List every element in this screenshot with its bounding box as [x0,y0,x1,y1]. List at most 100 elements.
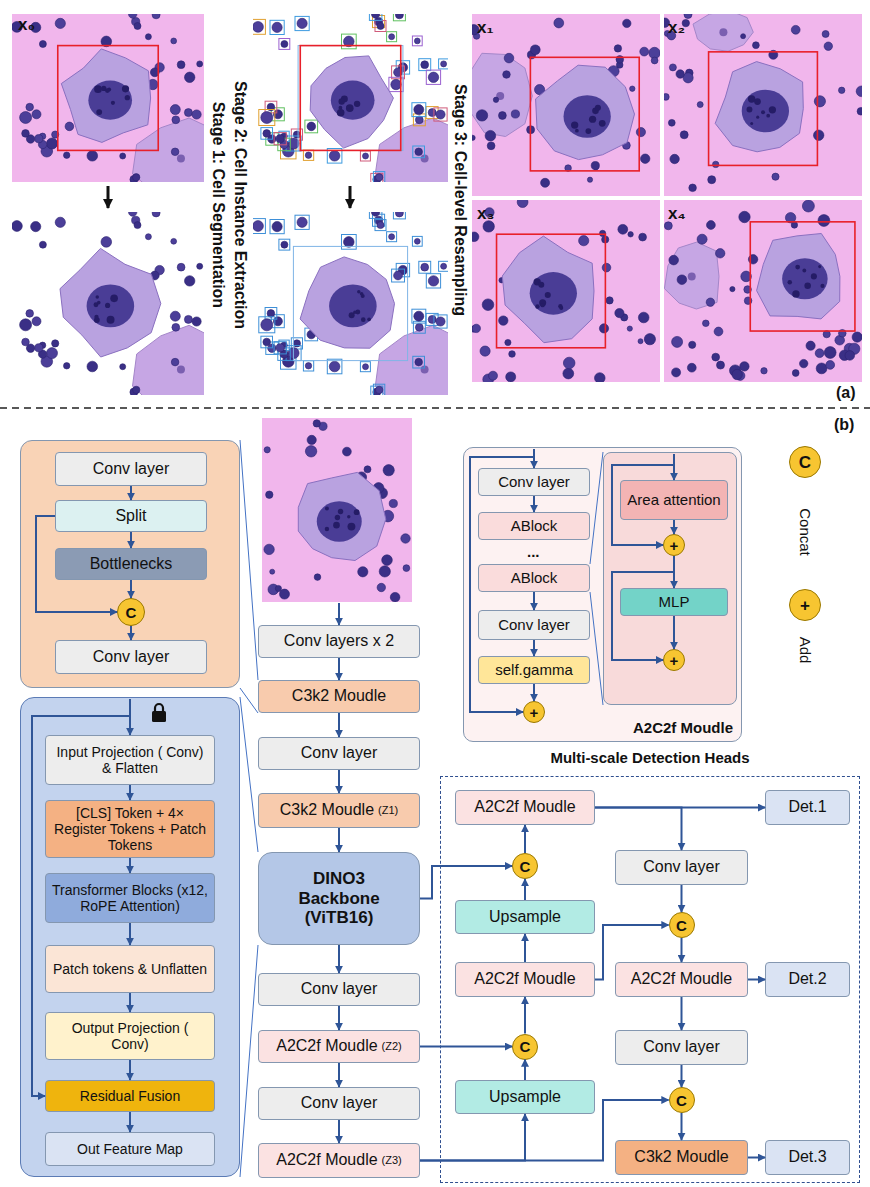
cell-nucleus [717,361,725,369]
chromatin [110,294,118,302]
chromatin [339,110,344,115]
cell-nucleus [414,311,424,321]
cell-nucleus [806,341,815,350]
panel-label: (a) [836,384,856,402]
process-box: A2C2f Moudle(Z3) [258,1143,420,1178]
add-circle: + [663,534,685,556]
flow-arrow [524,997,526,1034]
cell-nucleus [503,71,511,79]
chromatin [338,509,343,514]
residual-line [612,465,674,545]
cell-nucleus [436,317,445,326]
cell-nucleus [639,233,647,241]
process-box: C3k2 Moudle [258,680,420,713]
cell-nucleus [615,309,624,318]
cell-nucleus [587,177,592,182]
target-box [497,234,606,348]
instance-box [360,362,370,372]
flow-arrow [595,925,669,980]
cell-nucleus [377,583,385,591]
chromatin [811,273,817,279]
node-label: C3k2 Moudle [634,1148,728,1166]
cell-nucleus [275,585,281,591]
cell-nucleus [802,200,814,212]
input-arrow [673,454,675,480]
output-box: Det.1 [765,790,850,825]
flow-arrow [129,1112,131,1132]
cell-nucleus [313,420,320,427]
instance-box [434,108,447,121]
cell-nucleus [480,346,490,356]
cell-nucleus [441,61,447,67]
cell-nucleus [184,109,192,117]
cell-nucleus [63,363,69,369]
target-cell [61,49,150,142]
cell-nucleus [307,122,316,131]
cell-nucleus [129,212,137,216]
instance-box [393,14,405,21]
flow-arrow [420,1114,525,1161]
node-sublabel: (Z3) [382,1154,402,1167]
add-circle: + [523,701,545,723]
cell-nucleus [741,34,746,39]
chromatin [361,317,366,322]
backbone-box: DINO3 Backbone (ViTB16) [258,852,420,945]
process-box: Upsample [455,1080,595,1114]
cell-nucleus [395,212,403,217]
node-label: self.gamma [495,661,573,678]
chromatin [338,98,344,104]
cell-nucleus [371,212,379,216]
node-label: + [670,538,679,553]
flow-arrow [673,520,675,534]
node-label: C [676,1093,687,1108]
flow-arrow [338,1063,340,1087]
process-box: Conv layer [478,610,590,640]
target-cell [310,56,393,148]
flow-arrow [129,785,131,800]
zoom-leader [240,440,258,713]
cell-nucleus [669,255,679,265]
cell-nucleus [482,299,494,311]
node-label: MLP [659,593,690,610]
process-box: Conv layer [615,1030,748,1065]
lock-icon [152,704,166,722]
cell-nucleus [739,211,750,222]
instance-box [371,386,383,395]
chromatin [325,527,329,531]
image-background [664,200,862,382]
cell-nucleus [383,465,394,476]
cell-nucleus [638,339,643,344]
flow-arrow [129,858,131,873]
cell-nucleus [697,102,703,108]
cell-nucleus [688,272,696,280]
chromatin [750,122,753,125]
cell-nucleus [371,14,379,18]
instance-box [305,120,318,133]
cell-nucleus [329,361,340,372]
cell-nucleus [677,275,687,285]
instance-box [327,359,342,374]
node-label: Det.3 [788,1148,826,1166]
cytology-image [472,14,660,196]
cell-nucleus [680,131,688,139]
node-label: Transformer Blocks (x12, RoPE Attention) [52,882,208,914]
add-symbol: +Add [789,589,821,621]
process-box: A2C2f Moudle [455,962,595,997]
instance-box [392,269,405,282]
node-label: Upsample [489,908,561,926]
node-label: ABlock [511,517,558,534]
instance-box [253,219,265,234]
cell-nucleus [800,359,808,367]
chromatin [804,282,811,289]
cell-nucleus [35,344,43,352]
node-label: Conv layer [301,980,377,998]
cell-nucleus [272,22,282,32]
cell-nucleus [856,86,862,97]
cell-nucleus [394,271,403,280]
chromatin [769,106,776,113]
chromatin [333,522,340,529]
cell-nucleus [314,574,321,581]
chromatin [367,317,371,321]
target-box [530,57,639,171]
target-nucleus [782,258,828,299]
